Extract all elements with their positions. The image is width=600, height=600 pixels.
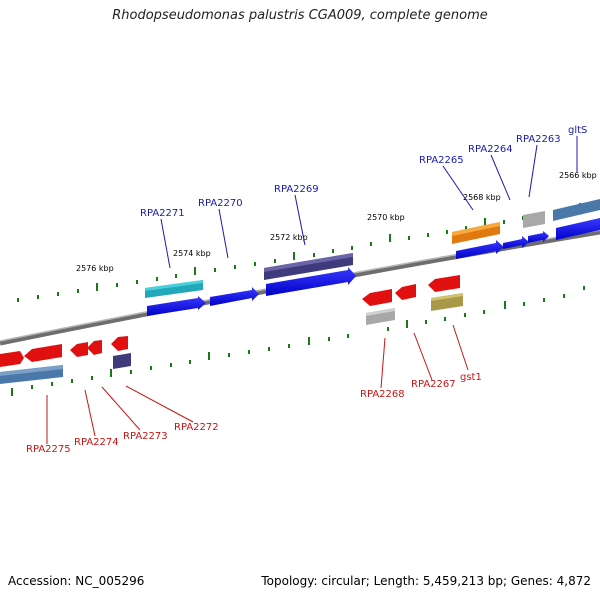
gene-RPA2267 — [395, 284, 416, 300]
gene-RPA2264 — [503, 236, 529, 249]
gene-RPA2268 — [362, 289, 392, 306]
label-RPA2273: RPA2273 — [123, 431, 168, 442]
label-RPA2263: RPA2263 — [516, 134, 561, 145]
gene-RPA2275 — [0, 351, 24, 367]
forward-outer-features — [0, 199, 600, 384]
label-RPA2268: RPA2268 — [360, 389, 405, 400]
tick-label-2574: 2574 kbp — [173, 249, 211, 258]
gene-RPA2274 — [24, 344, 62, 362]
gene-RPA2270 — [210, 287, 259, 306]
reverse-inner-features — [366, 293, 463, 325]
gene-RPA2265 — [456, 240, 504, 259]
inner-scale-ticks — [11, 286, 585, 396]
label-RPA2265: RPA2265 — [419, 155, 464, 166]
forward-leader-lines — [160, 136, 578, 269]
label-RPA2275: RPA2275 — [26, 444, 71, 455]
label-RPA2271: RPA2271 — [140, 208, 185, 219]
tick-label-2570: 2570 kbp — [367, 213, 405, 222]
label-RPA2267: RPA2267 — [411, 379, 456, 390]
gene-RPA2269 — [266, 267, 356, 296]
label-RPA2272: RPA2272 — [174, 422, 219, 433]
gene-gst1 — [428, 275, 460, 292]
tick-label-2572: 2572 kbp — [270, 233, 308, 242]
reverse-gene-arrows — [0, 275, 460, 367]
gene-RPA2263 — [528, 231, 549, 243]
label-gltS: gltS — [568, 125, 587, 136]
tick-label-2568: 2568 kbp — [463, 193, 501, 202]
map-title: Rhodopseudomonas palustris CGA009, compl… — [112, 8, 488, 23]
gene-RPA2272 — [87, 340, 102, 355]
gene-RPA2272b — [111, 336, 128, 351]
label-gst1: gst1 — [460, 372, 482, 383]
accession-text: Accession: NC_005296 — [8, 574, 145, 588]
reverse-leader-lines — [46, 324, 469, 444]
label-RPA2270: RPA2270 — [198, 198, 243, 209]
gene-RPA2271 — [147, 296, 206, 316]
label-RPA2269: RPA2269 — [274, 184, 319, 195]
gene-RPA2273 — [70, 342, 88, 357]
label-RPA2264: RPA2264 — [468, 144, 513, 155]
forward-gene-arrows — [147, 218, 600, 316]
genome-stats-text: Topology: circular; Length: 5,459,213 bp… — [261, 574, 591, 588]
tick-label-2576: 2576 kbp — [76, 264, 114, 273]
outer-scale-ticks — [17, 203, 599, 302]
tick-label-2566: 2566 kbp — [559, 171, 597, 180]
label-RPA2274: RPA2274 — [74, 437, 119, 448]
gene-gltS — [556, 218, 600, 240]
